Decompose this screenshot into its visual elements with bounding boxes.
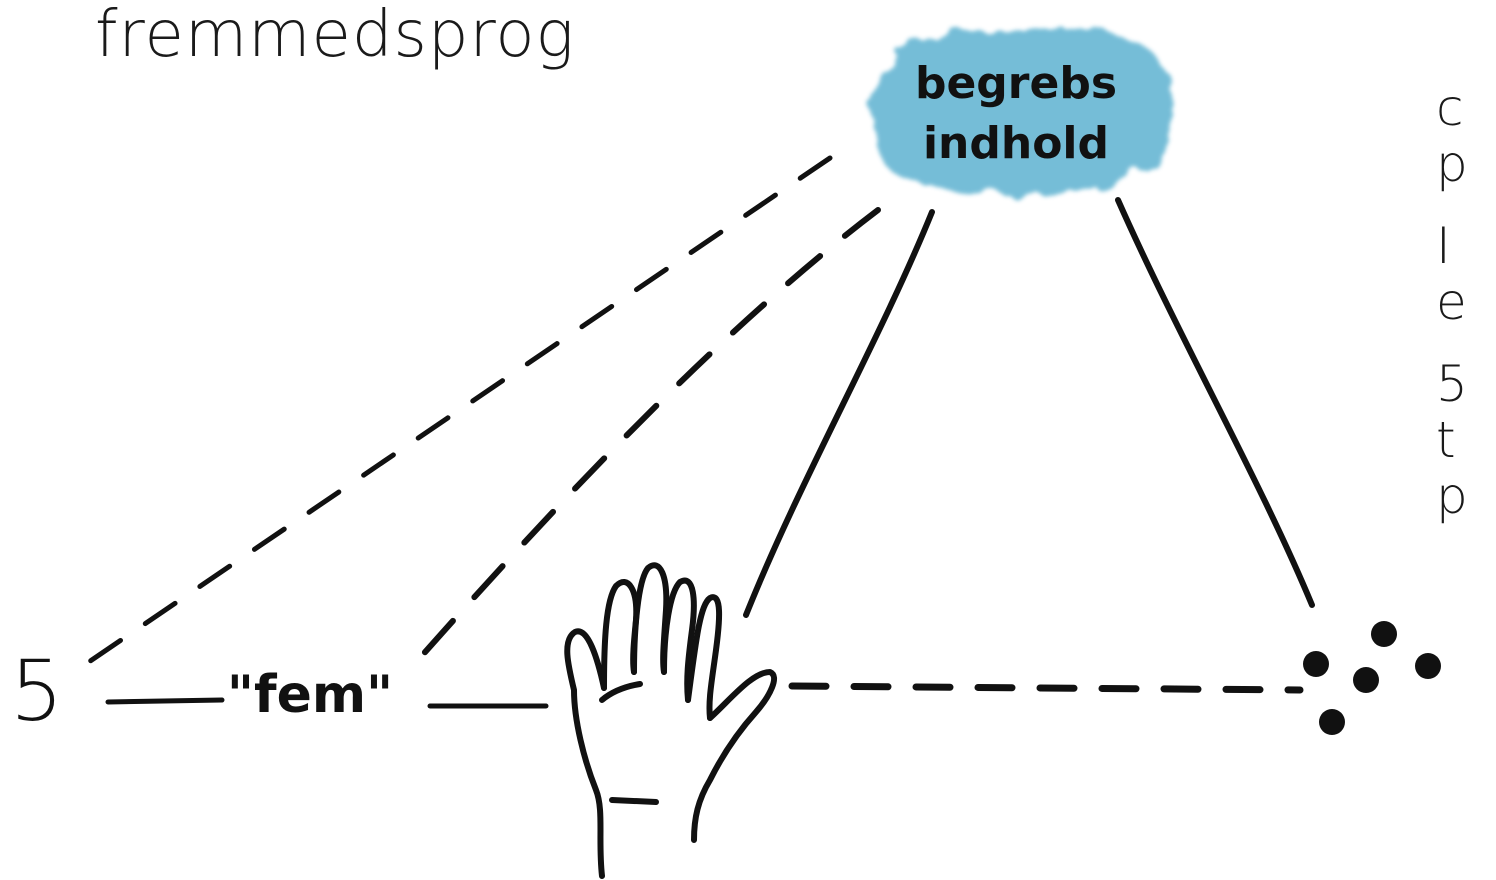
cut-off-line: t <box>1436 411 1456 469</box>
spoken-word-fem: "fem" <box>227 665 393 725</box>
cloud-label-line2: indhold <box>923 118 1109 169</box>
page-title: fremmedsprog <box>95 0 575 72</box>
dot <box>1319 709 1345 735</box>
dashed-line-concept-to-word <box>415 207 881 663</box>
five-dots <box>1303 621 1441 735</box>
semiotic-triangle-diagram: begrebs indhold 5 "fem" <box>10 28 1441 879</box>
cut-off-text-column: c p I e 5 t p <box>1436 80 1496 524</box>
dashed-line-concept-to-numeral <box>77 155 833 671</box>
solid-line-concept-to-dots <box>1115 197 1315 608</box>
dashed-line-hand-to-dots <box>788 682 1304 694</box>
cut-off-line: c <box>1436 79 1464 137</box>
concept-cloud: begrebs indhold <box>870 28 1174 195</box>
hand-icon <box>564 562 777 879</box>
dot <box>1353 667 1379 693</box>
cut-off-line: p <box>1436 467 1468 525</box>
dot <box>1371 621 1397 647</box>
cut-off-line: I <box>1436 217 1451 275</box>
line-numeral-to-word <box>105 697 225 705</box>
cut-off-line: p <box>1436 135 1468 193</box>
dot <box>1415 653 1441 679</box>
cloud-shape <box>870 28 1174 195</box>
solid-line-concept-to-hand <box>743 209 935 618</box>
numeral-five: 5 <box>10 642 63 740</box>
cut-off-line: e <box>1436 273 1467 331</box>
dot <box>1303 651 1329 677</box>
cloud-label-line1: begrebs <box>915 58 1117 109</box>
cut-off-line: 5 <box>1436 355 1468 413</box>
